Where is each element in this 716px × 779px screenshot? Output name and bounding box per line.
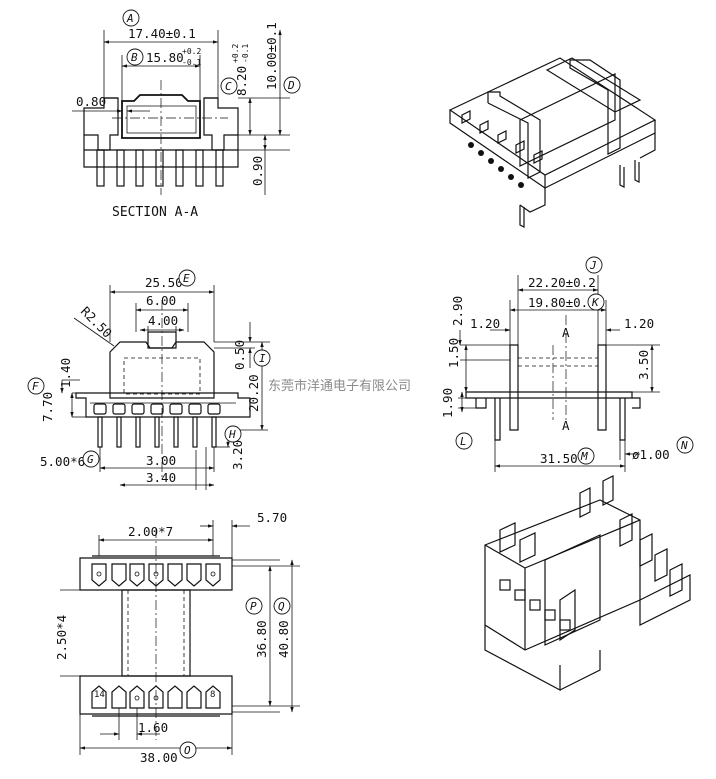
ref-h-circle: H [224,425,242,443]
dim-pin-len: 3.00 [146,453,176,468]
svg-text:H: H [228,428,236,441]
dim-a: 17.40±0.1 [128,26,196,41]
dim-pitch: 2.00*7 [128,524,173,539]
svg-text:G: G [87,453,94,466]
bottom-view: 2.00*7 5.70 2.50*4 36.80 40.80 1.60 38.0… [54,510,300,765]
ref-f-circle: F [27,377,45,395]
svg-text:A: A [126,12,134,25]
dim-wall: 0.80 [76,94,106,109]
pin-label-8: 8 [210,690,215,700]
dim-f: 1.40 [58,358,73,388]
dim-base: 7.70 [40,392,55,422]
ref-o-circle: O [179,741,197,759]
svg-text:K: K [591,296,600,309]
svg-text:E: E [183,272,190,285]
svg-text:J: J [589,259,597,272]
dim-flange-l: 1.20 [470,316,500,331]
bottom-pads-top [91,563,221,587]
svg-text:D: D [287,79,295,92]
section-mark-bottom: A [562,418,570,433]
dim-pin: 0.90 [250,156,265,186]
ref-c-circle: C [220,77,238,95]
isometric-view-top [448,57,657,228]
dim-q: 40.80 [276,620,291,658]
ref-e-circle: E [178,269,196,287]
dim-pad: 1.60 [138,720,168,735]
dim-l: 1.90 [440,388,455,418]
dim-b-tol-dn: -0.1 [182,58,201,67]
dim-c-tol-dn: -0.1 [241,44,250,63]
svg-text:C: C [225,80,232,93]
dim-radius: R2.50 [78,304,115,341]
dim-slot: 4.00 [148,313,178,328]
ref-q-circle: Q [273,597,291,615]
svg-text:B: B [131,51,138,64]
dim-g: 5.00*6 [40,454,85,469]
company-watermark: 东莞市洋通电子有限公司 [268,378,411,394]
ref-p-circle: P [245,597,263,615]
section-caption: SECTION A-A [112,205,198,220]
dim-top-h: 2.90 [450,296,465,326]
dim-pin-sp: 3.40 [146,470,176,485]
dim-m: 31.50 [540,451,578,466]
bottom-pads-bottom [91,685,221,709]
dim-c: 8.20 [234,66,249,96]
ref-a-circle: A [122,9,140,27]
dim-h-total: 20.20 [246,374,261,412]
svg-text:F: F [32,380,39,393]
svg-text:M: M [580,450,588,463]
dim-o: 38.00 [140,750,178,765]
section-mark-top: A [562,325,570,340]
dim-top-w: 6.00 [146,293,176,308]
front-pins [97,416,217,448]
svg-text:Q: Q [278,600,285,613]
svg-text:P: P [250,600,257,613]
section-pins [96,149,224,187]
dim-j: 22.20±0.2 [528,275,596,290]
dim-b-tol-up: +0.2 [182,47,201,56]
svg-text:N: N [680,439,688,452]
svg-text:I: I [259,352,266,365]
dim-i: 0.50 [232,340,247,370]
dim-edge: 5.70 [257,510,287,525]
isometric-view-bottom [484,475,691,691]
ref-l-circle: L [455,432,473,450]
ref-g-circle: G [82,450,100,468]
ref-m-circle: M [577,447,595,465]
pin-label-14: 14 [94,690,105,700]
dim-d: 10.00±0.1 [264,22,279,90]
dim-pin-h: 3.20 [230,440,245,470]
dim-right-h: 3.50 [636,350,651,380]
front-view: 25.50 6.00 4.00 R2.50 0.50 20.20 1.40 7.… [27,269,271,490]
svg-text:O: O [184,744,191,757]
svg-text:L: L [460,435,467,448]
ref-d-circle: D [283,76,301,94]
dim-c-tol-up: +0.2 [231,44,240,63]
dim-k: 19.80±0.2 [528,295,596,310]
dim-n: ø1.00 [632,447,670,462]
dim-b: 15.80 [146,50,184,65]
dim-p: 36.80 [254,620,269,658]
ref-b-circle: B [126,48,144,66]
ref-i-circle: I [253,349,271,367]
ref-k-circle: K [587,293,605,311]
section-a-a-view: 17.40±0.1 15.80 +0.2 -0.1 8.20 +0.2 -0.1… [72,9,301,220]
side-view: 22.20±0.2 19.80±0.2 2.90 1.20 1.20 A A 1… [440,256,694,472]
dim-row-sp: 2.50*4 [54,615,69,660]
dim-left-h: 1.50 [446,338,461,368]
ref-j-circle: J [585,256,603,274]
dim-flange-r: 1.20 [624,316,654,331]
front-pin-sockets [93,403,221,415]
ref-n-circle: N [676,436,694,454]
dim-e: 25.50 [145,275,183,290]
